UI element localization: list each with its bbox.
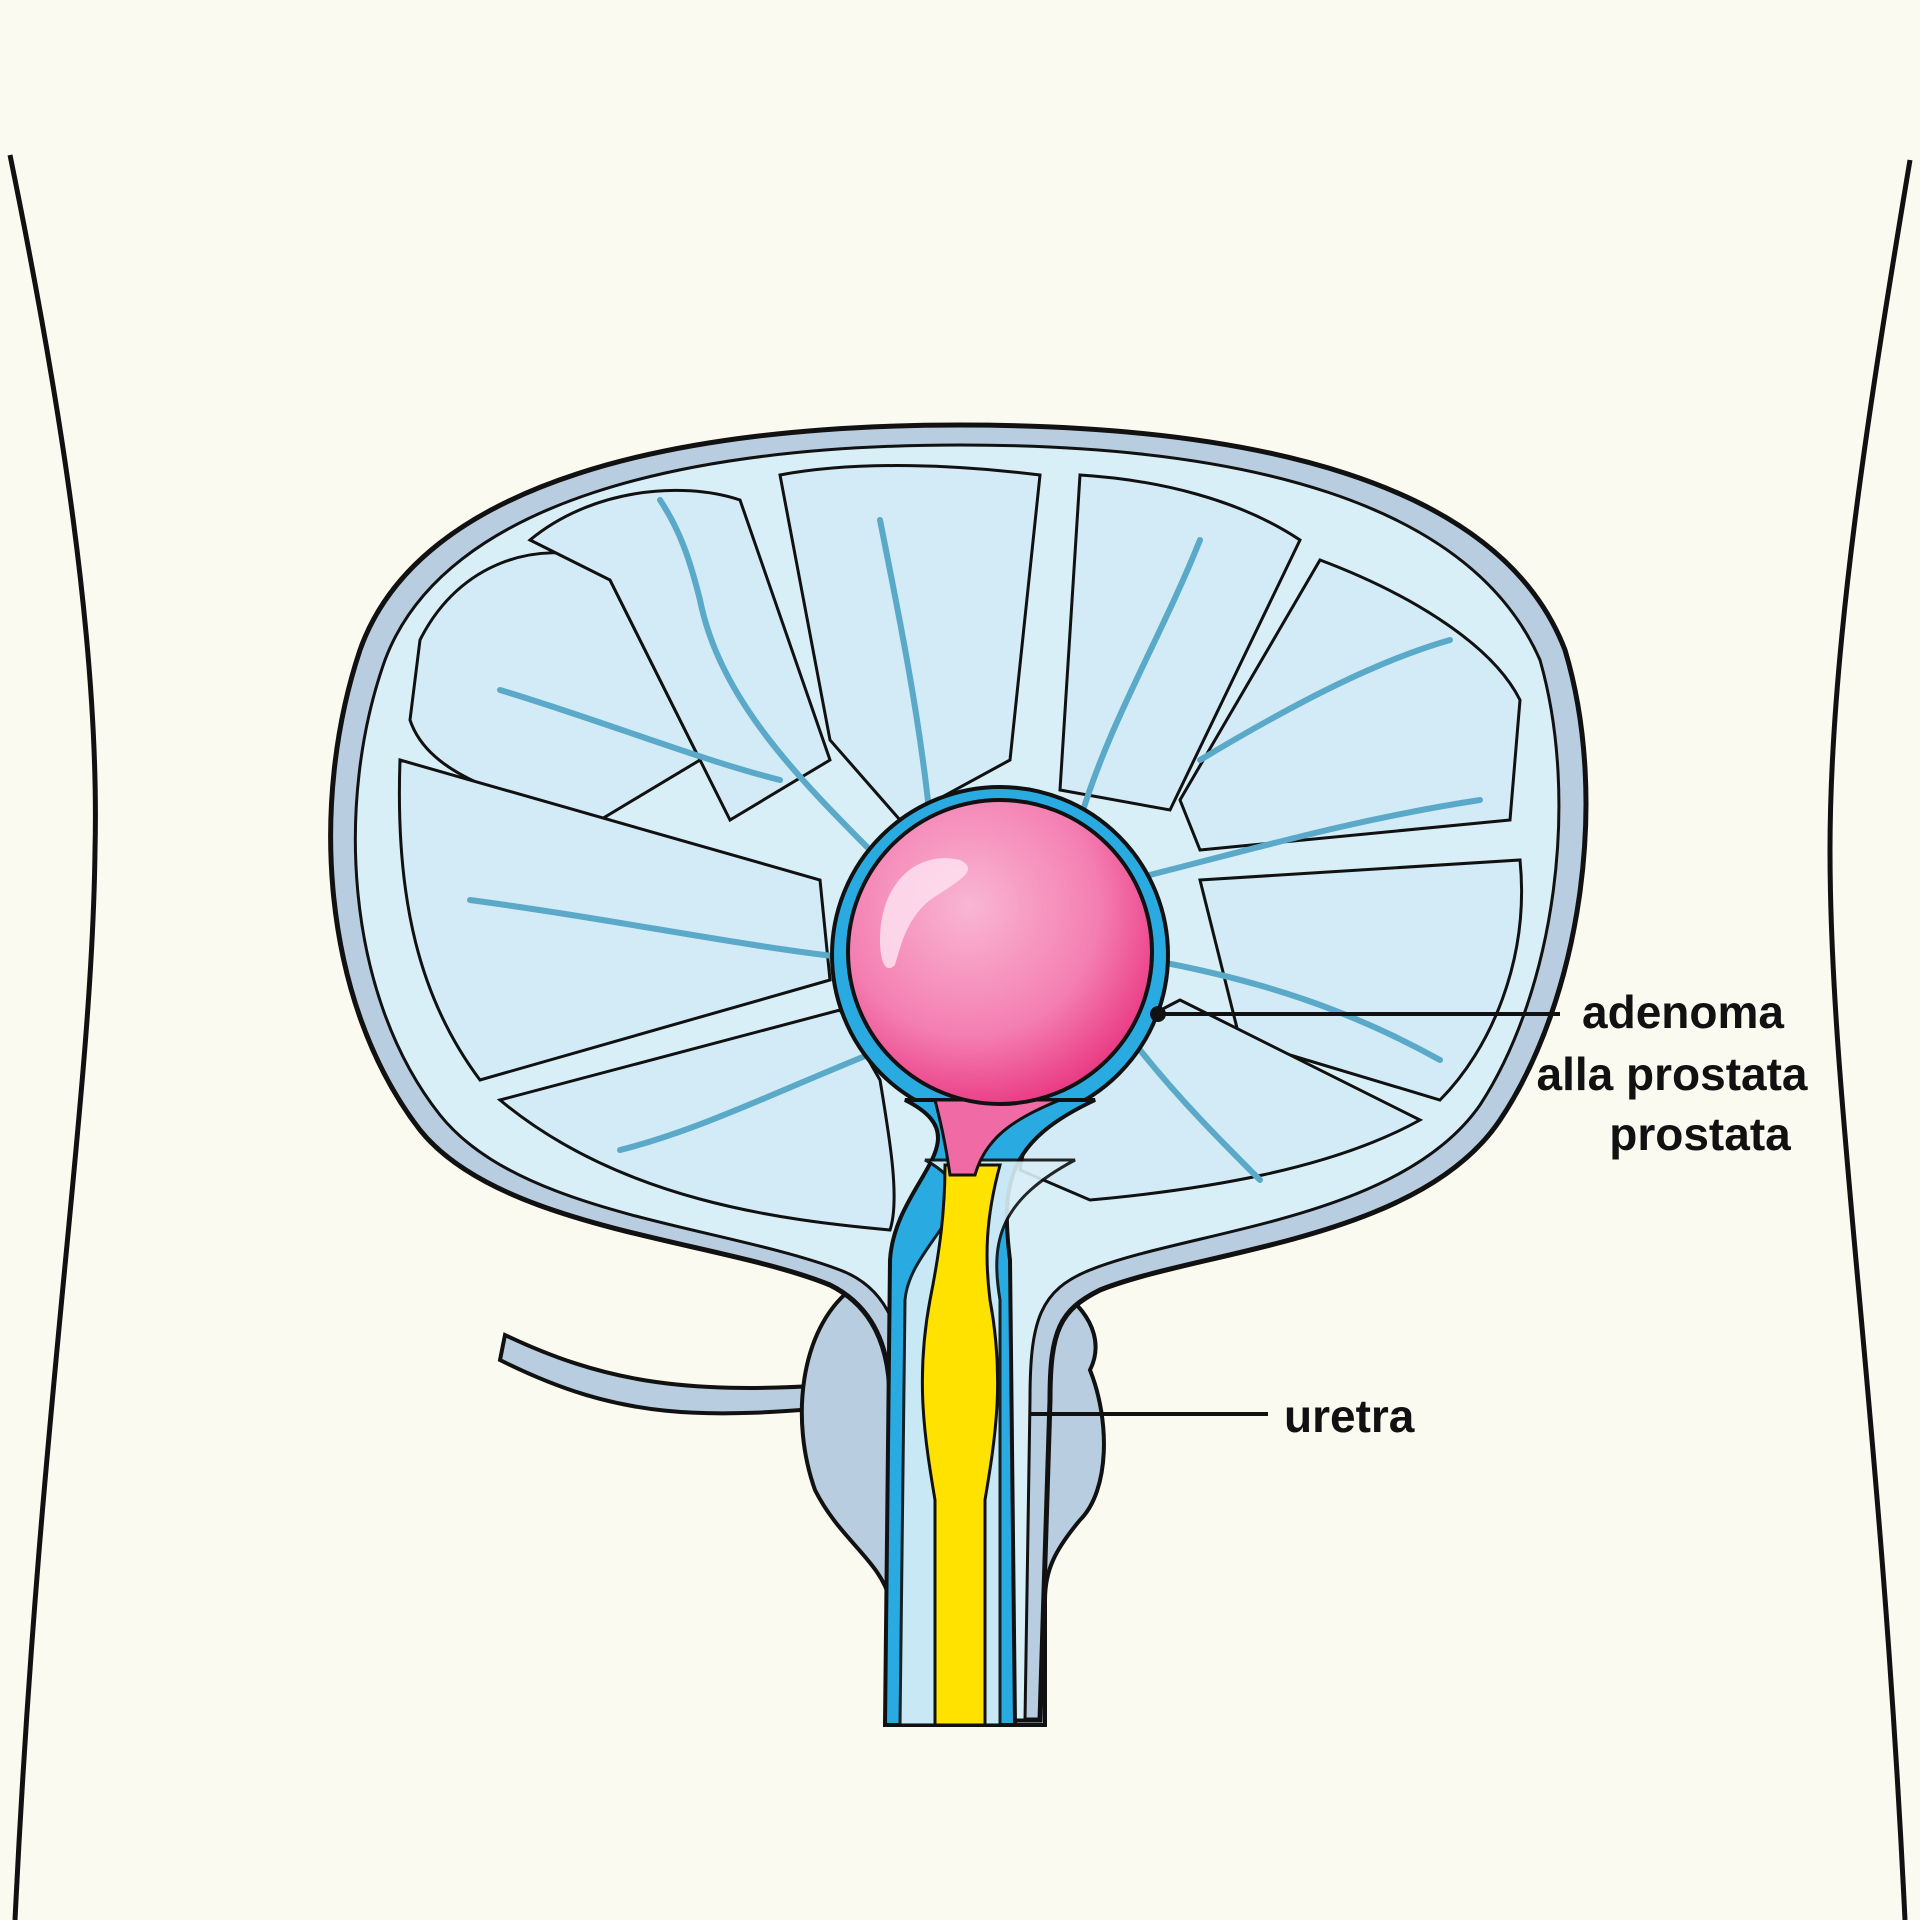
adenoma-highlight [880, 858, 969, 969]
label-adenoma-line2: alla prostata [1537, 1048, 1808, 1100]
adenoma-neck [933, 1098, 1061, 1177]
label-urethra: uretra [1284, 1390, 1415, 1442]
blue-vessels [467, 497, 1483, 1183]
label-adenoma-line1: adenoma [1582, 986, 1784, 1038]
body-outline-right [1827, 159, 1913, 1920]
label-adenoma-line3: prostata [1609, 1108, 1791, 1160]
body-outline-left [7, 154, 98, 1920]
urethra [920, 1163, 1002, 1727]
bladder-lobules [397, 464, 1524, 1232]
